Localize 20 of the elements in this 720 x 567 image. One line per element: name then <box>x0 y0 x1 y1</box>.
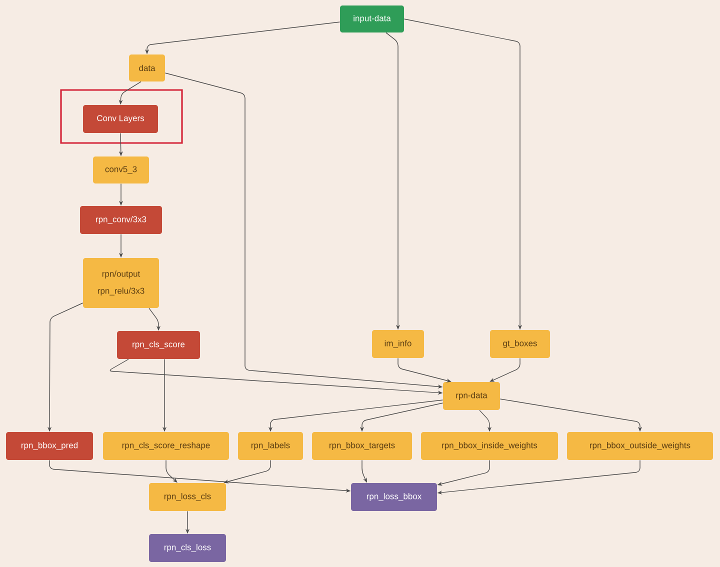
layer-box: input-data <box>340 6 404 32</box>
layer-box: rpn_cls_score <box>117 331 200 359</box>
layer-box: rpn_labels <box>238 432 303 460</box>
layer-box: gt_boxes <box>490 330 550 358</box>
layer-box: rpn_cls_loss <box>149 534 226 562</box>
layer-box: rpn_bbox_pred <box>6 432 93 460</box>
layer-box: Conv Layers <box>83 105 158 133</box>
layer-box: rpn_bbox_inside_weights <box>421 432 558 460</box>
highlight-frame <box>60 89 183 144</box>
layer-box: rpn-data <box>443 382 500 410</box>
layer-box: conv5_3 <box>93 156 149 184</box>
layer-box: rpn_bbox_targets <box>312 432 412 460</box>
layer-box: rpn_loss_bbox <box>351 483 437 511</box>
layer-box: im_info <box>372 330 424 358</box>
layer-box: rpn_cls_score_reshape <box>103 432 229 460</box>
layer-box: data <box>129 54 165 82</box>
layer-box: rpn_loss_cls <box>149 483 226 511</box>
layer-box: rpn/output rpn_relu/3x3 <box>83 258 159 308</box>
layer-box: rpn_bbox_outside_weights <box>567 432 713 460</box>
layer-box: rpn_conv/3x3 <box>80 206 162 234</box>
